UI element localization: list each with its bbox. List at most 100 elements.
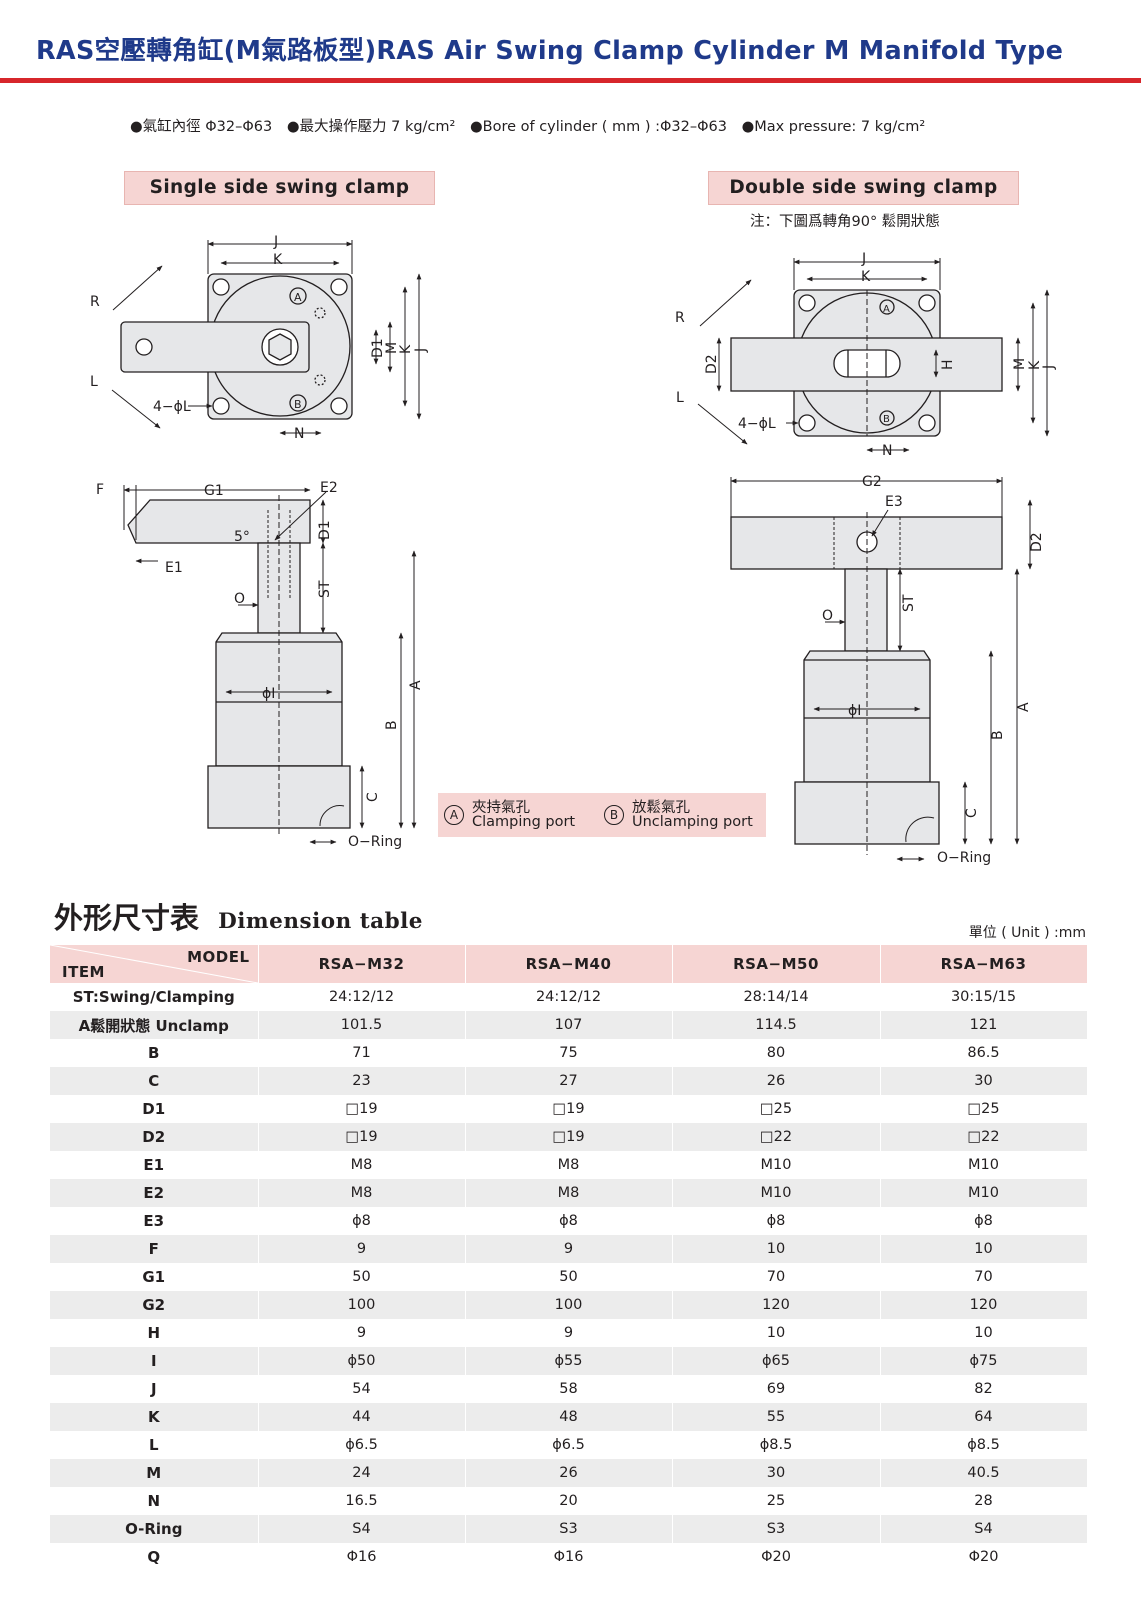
row-item-label: G1 [50,1263,259,1291]
corner-header: MODEL ITEM [50,945,259,983]
model-header: RSA−M50 [672,945,881,983]
single-side-label: Single side swing clamp [124,171,435,205]
svg-text:A: A [883,304,890,315]
svg-text:K: K [861,269,871,285]
legend-a-zh: 夾持氣孔 [472,800,530,816]
table-cell: 16.5 [258,1487,466,1515]
table-cell: 25 [672,1487,881,1515]
table-cell: 70 [880,1263,1088,1291]
corner-item-label: ITEM [62,963,105,981]
table-cell: 120 [880,1291,1088,1319]
single-side-dims [123,485,417,845]
svg-text:M: M [384,342,400,354]
table-cell: S3 [465,1515,673,1543]
svg-text:4−ϕL: 4−ϕL [738,416,776,432]
svg-text:A: A [294,291,302,304]
svg-text:K: K [1027,360,1043,370]
spec-bore-en: ●Bore of cylinder ( mm ) :Φ32–Φ63 [469,119,727,135]
table-cell: 75 [465,1039,673,1067]
table-cell: 54 [258,1375,466,1403]
svg-text:L: L [90,374,98,390]
single-top-labels: J K R L 4−ϕL N A B D1 M K J [90,234,429,442]
table-cell: 50 [258,1263,466,1291]
spec-line: ●氣缸內徑 Φ32–Φ63 ●最大操作壓力 7 kg/cm² ●Bore of … [130,115,935,136]
svg-text:A: A [1016,702,1032,712]
row-item-label: H [50,1319,259,1347]
svg-text:E1: E1 [165,560,183,576]
table-cell: S4 [880,1515,1088,1543]
row-item-label: L [50,1431,259,1459]
port-legend: A 夾持氣孔 Clamping port B 放鬆氣孔 Unclamping p… [438,793,766,837]
table-cell: 9 [258,1319,466,1347]
svg-text:M: M [1012,358,1028,370]
table-cell: 58 [465,1375,673,1403]
dimension-table-title: 外形尺寸表 Dimension table [54,895,423,937]
table-cell: □19 [465,1095,673,1123]
port-b-marker: B [604,805,624,825]
table-cell: 70 [672,1263,881,1291]
svg-text:O−Ring: O−Ring [937,850,991,866]
table-cell: ϕ8 [672,1207,881,1235]
row-item-label: O-Ring [50,1515,259,1543]
svg-text:O: O [234,591,245,607]
table-cell: 9 [465,1235,673,1263]
table-cell: 55 [672,1403,881,1431]
table-cell: □25 [880,1095,1088,1123]
svg-text:O−Ring: O−Ring [348,834,402,850]
table-cell: M10 [672,1179,881,1207]
table-cell: 121 [880,1011,1088,1039]
table-cell: Φ20 [880,1543,1088,1571]
svg-text:N: N [294,426,304,442]
model-header: RSA−M63 [880,945,1088,983]
svg-text:K: K [398,344,414,354]
row-item-label: C [50,1067,259,1095]
table-cell: Φ16 [465,1543,673,1571]
table-cell: 120 [672,1291,881,1319]
table-cell: S4 [258,1515,466,1543]
table-cell: M8 [465,1151,673,1179]
table-cell: 71 [258,1039,466,1067]
spec-pressure-en: ●Max pressure: 7 kg/cm² [741,119,926,135]
table-cell: 107 [465,1011,673,1039]
table-cell: 10 [672,1319,881,1347]
svg-text:G1: G1 [204,483,224,499]
table-cell: 10 [880,1319,1088,1347]
table-cell: ϕ6.5 [465,1431,673,1459]
row-item-label: G2 [50,1291,259,1319]
svg-text:N: N [882,443,892,459]
table-cell: 80 [672,1039,881,1067]
table-cell: M10 [672,1151,881,1179]
row-item-label: B [50,1039,259,1067]
row-item-label: M [50,1459,259,1487]
table-cell: ϕ8 [880,1207,1088,1235]
single-top-view [120,273,353,420]
technical-drawings: J K R L 4−ϕL N A B D1 M K J [90,234,1057,866]
double-side-note: 注：下圖爲轉角90° 鬆開狀態 [750,214,940,230]
table-cell: 86.5 [880,1039,1088,1067]
table-cell: ϕ6.5 [258,1431,466,1459]
table-cell: 9 [258,1235,466,1263]
model-header: RSA−M40 [465,945,673,983]
svg-text:ϕI: ϕI [262,686,275,702]
table-cell: 100 [465,1291,673,1319]
table-cell: ϕ65 [672,1347,881,1375]
svg-text:R: R [90,294,100,310]
corner-model-label: MODEL [187,948,250,966]
table-cell: ϕ55 [465,1347,673,1375]
row-item-label: E2 [50,1179,259,1207]
row-item-label: E1 [50,1151,259,1179]
svg-text:L: L [676,390,684,406]
table-cell: □19 [258,1095,466,1123]
table-cell: ϕ75 [880,1347,1088,1375]
row-item-label: K [50,1403,259,1431]
